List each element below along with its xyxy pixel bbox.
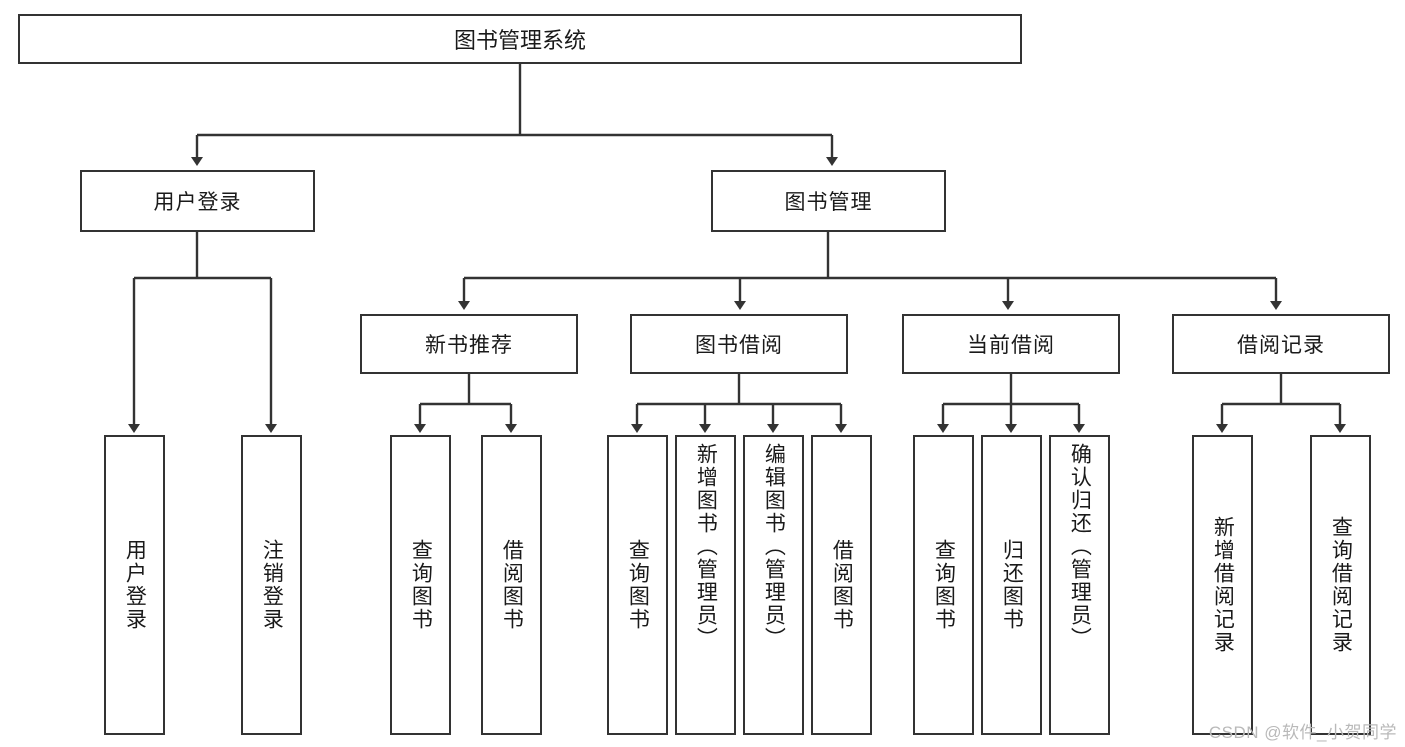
node-label: 用户登录 bbox=[153, 191, 242, 214]
node-label: 图书管理 bbox=[784, 191, 873, 214]
leaf-borrow-add-book-admin[interactable]: 新增图书（管理员） bbox=[675, 435, 736, 735]
leaf-label: 查询图书 bbox=[626, 539, 650, 631]
leaf-label: 编辑图书（管理员） bbox=[762, 443, 786, 650]
node-label: 借阅记录 bbox=[1237, 334, 1325, 357]
leaf-label: 注销登录 bbox=[260, 539, 284, 631]
leaf-user-login-signout[interactable]: 注销登录 bbox=[241, 435, 302, 735]
watermark: CSDN @软件_小贺同学 bbox=[1208, 723, 1397, 742]
leaf-recommend-borrow-book[interactable]: 借阅图书 bbox=[481, 435, 542, 735]
leaf-borrow-edit-book-admin[interactable]: 编辑图书（管理员） bbox=[743, 435, 804, 735]
node-label: 新书推荐 bbox=[425, 334, 513, 357]
leaf-label: 查询借阅记录 bbox=[1329, 516, 1353, 654]
leaf-label: 查询图书 bbox=[932, 539, 956, 631]
leaf-borrow-borrow-book[interactable]: 借阅图书 bbox=[811, 435, 872, 735]
leaf-current-return-book[interactable]: 归还图书 bbox=[981, 435, 1042, 735]
node-label: 当前借阅 bbox=[967, 334, 1055, 357]
leaf-recommend-query-book[interactable]: 查询图书 bbox=[390, 435, 451, 735]
leaf-user-login-signin[interactable]: 用户登录 bbox=[104, 435, 165, 735]
leaf-current-confirm-return-admin[interactable]: 确认归还（管理员） bbox=[1049, 435, 1110, 735]
leaf-borrow-query-book[interactable]: 查询图书 bbox=[607, 435, 668, 735]
node-borrow-record[interactable]: 借阅记录 bbox=[1172, 314, 1390, 374]
leaf-label: 用户登录 bbox=[123, 539, 147, 631]
leaf-current-query-book[interactable]: 查询图书 bbox=[913, 435, 974, 735]
leaf-record-add-record[interactable]: 新增借阅记录 bbox=[1192, 435, 1253, 735]
node-new-book-recommend[interactable]: 新书推荐 bbox=[360, 314, 578, 374]
leaf-label: 确认归还（管理员） bbox=[1068, 443, 1092, 650]
leaf-label: 查询图书 bbox=[409, 539, 433, 631]
node-root-system[interactable]: 图书管理系统 bbox=[18, 14, 1022, 64]
leaf-label: 新增借阅记录 bbox=[1211, 516, 1235, 654]
node-label: 图书管理系统 bbox=[453, 28, 586, 53]
leaf-label: 借阅图书 bbox=[830, 539, 854, 631]
leaf-label: 新增图书（管理员） bbox=[694, 443, 718, 650]
node-book-borrow[interactable]: 图书借阅 bbox=[630, 314, 848, 374]
node-label: 图书借阅 bbox=[695, 334, 783, 357]
node-user-login[interactable]: 用户登录 bbox=[80, 170, 315, 232]
node-current-borrow[interactable]: 当前借阅 bbox=[902, 314, 1120, 374]
leaf-record-query-record[interactable]: 查询借阅记录 bbox=[1310, 435, 1371, 735]
leaf-label: 借阅图书 bbox=[500, 539, 524, 631]
leaf-label: 归还图书 bbox=[1000, 539, 1024, 631]
node-book-management[interactable]: 图书管理 bbox=[711, 170, 946, 232]
